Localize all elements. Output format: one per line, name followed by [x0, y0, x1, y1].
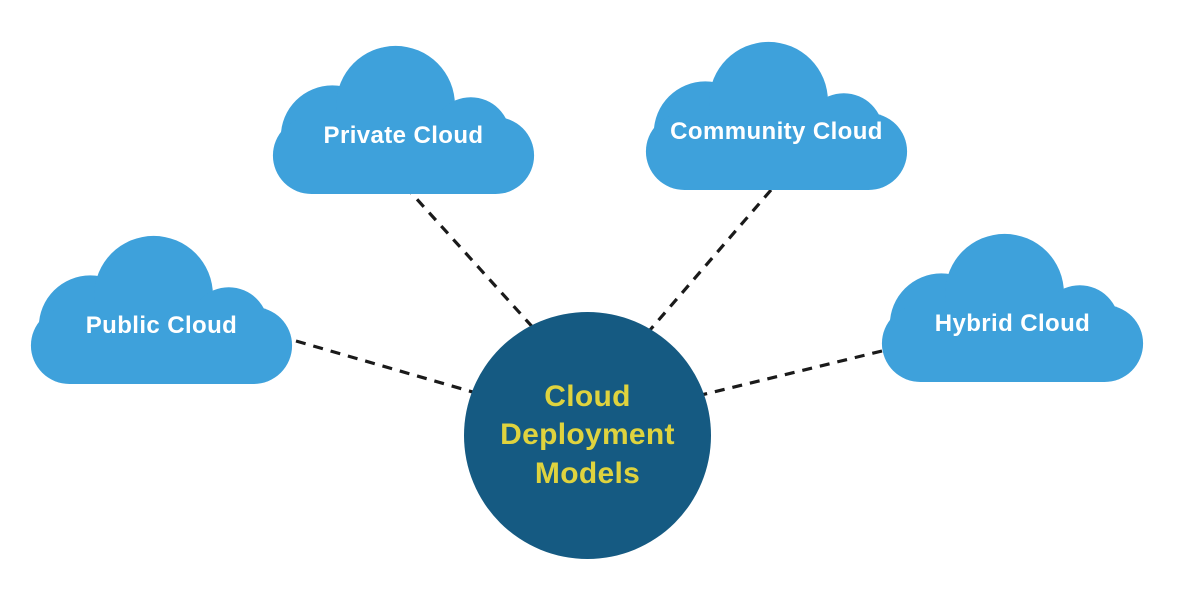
hybrid-cloud-label: Hybrid Cloud [934, 310, 1091, 338]
node-community-cloud: Community Cloud [638, 36, 915, 194]
cloud-icon [272, 45, 535, 195]
connector-hybrid-center [692, 349, 883, 399]
community-cloud-label: Community Cloud [670, 118, 883, 146]
cloud-icon [30, 235, 293, 385]
connector-community-center [648, 188, 773, 332]
node-center-circle: Cloud Deployment Models [464, 312, 711, 559]
node-private-cloud: Private Cloud [265, 40, 542, 198]
connector-public-center [295, 339, 491, 399]
circle-shape [464, 312, 711, 559]
node-hybrid-cloud: Hybrid Cloud [874, 228, 1151, 386]
private-cloud-label: Private Cloud [323, 122, 484, 150]
cloud-icon [645, 41, 908, 191]
diagram-title: Cloud Deployment Models [500, 380, 675, 490]
connector-private-center [403, 184, 539, 334]
node-public-cloud: Public Cloud [23, 230, 300, 388]
cloud-icon [881, 233, 1144, 383]
public-cloud-label: Public Cloud [85, 312, 238, 340]
